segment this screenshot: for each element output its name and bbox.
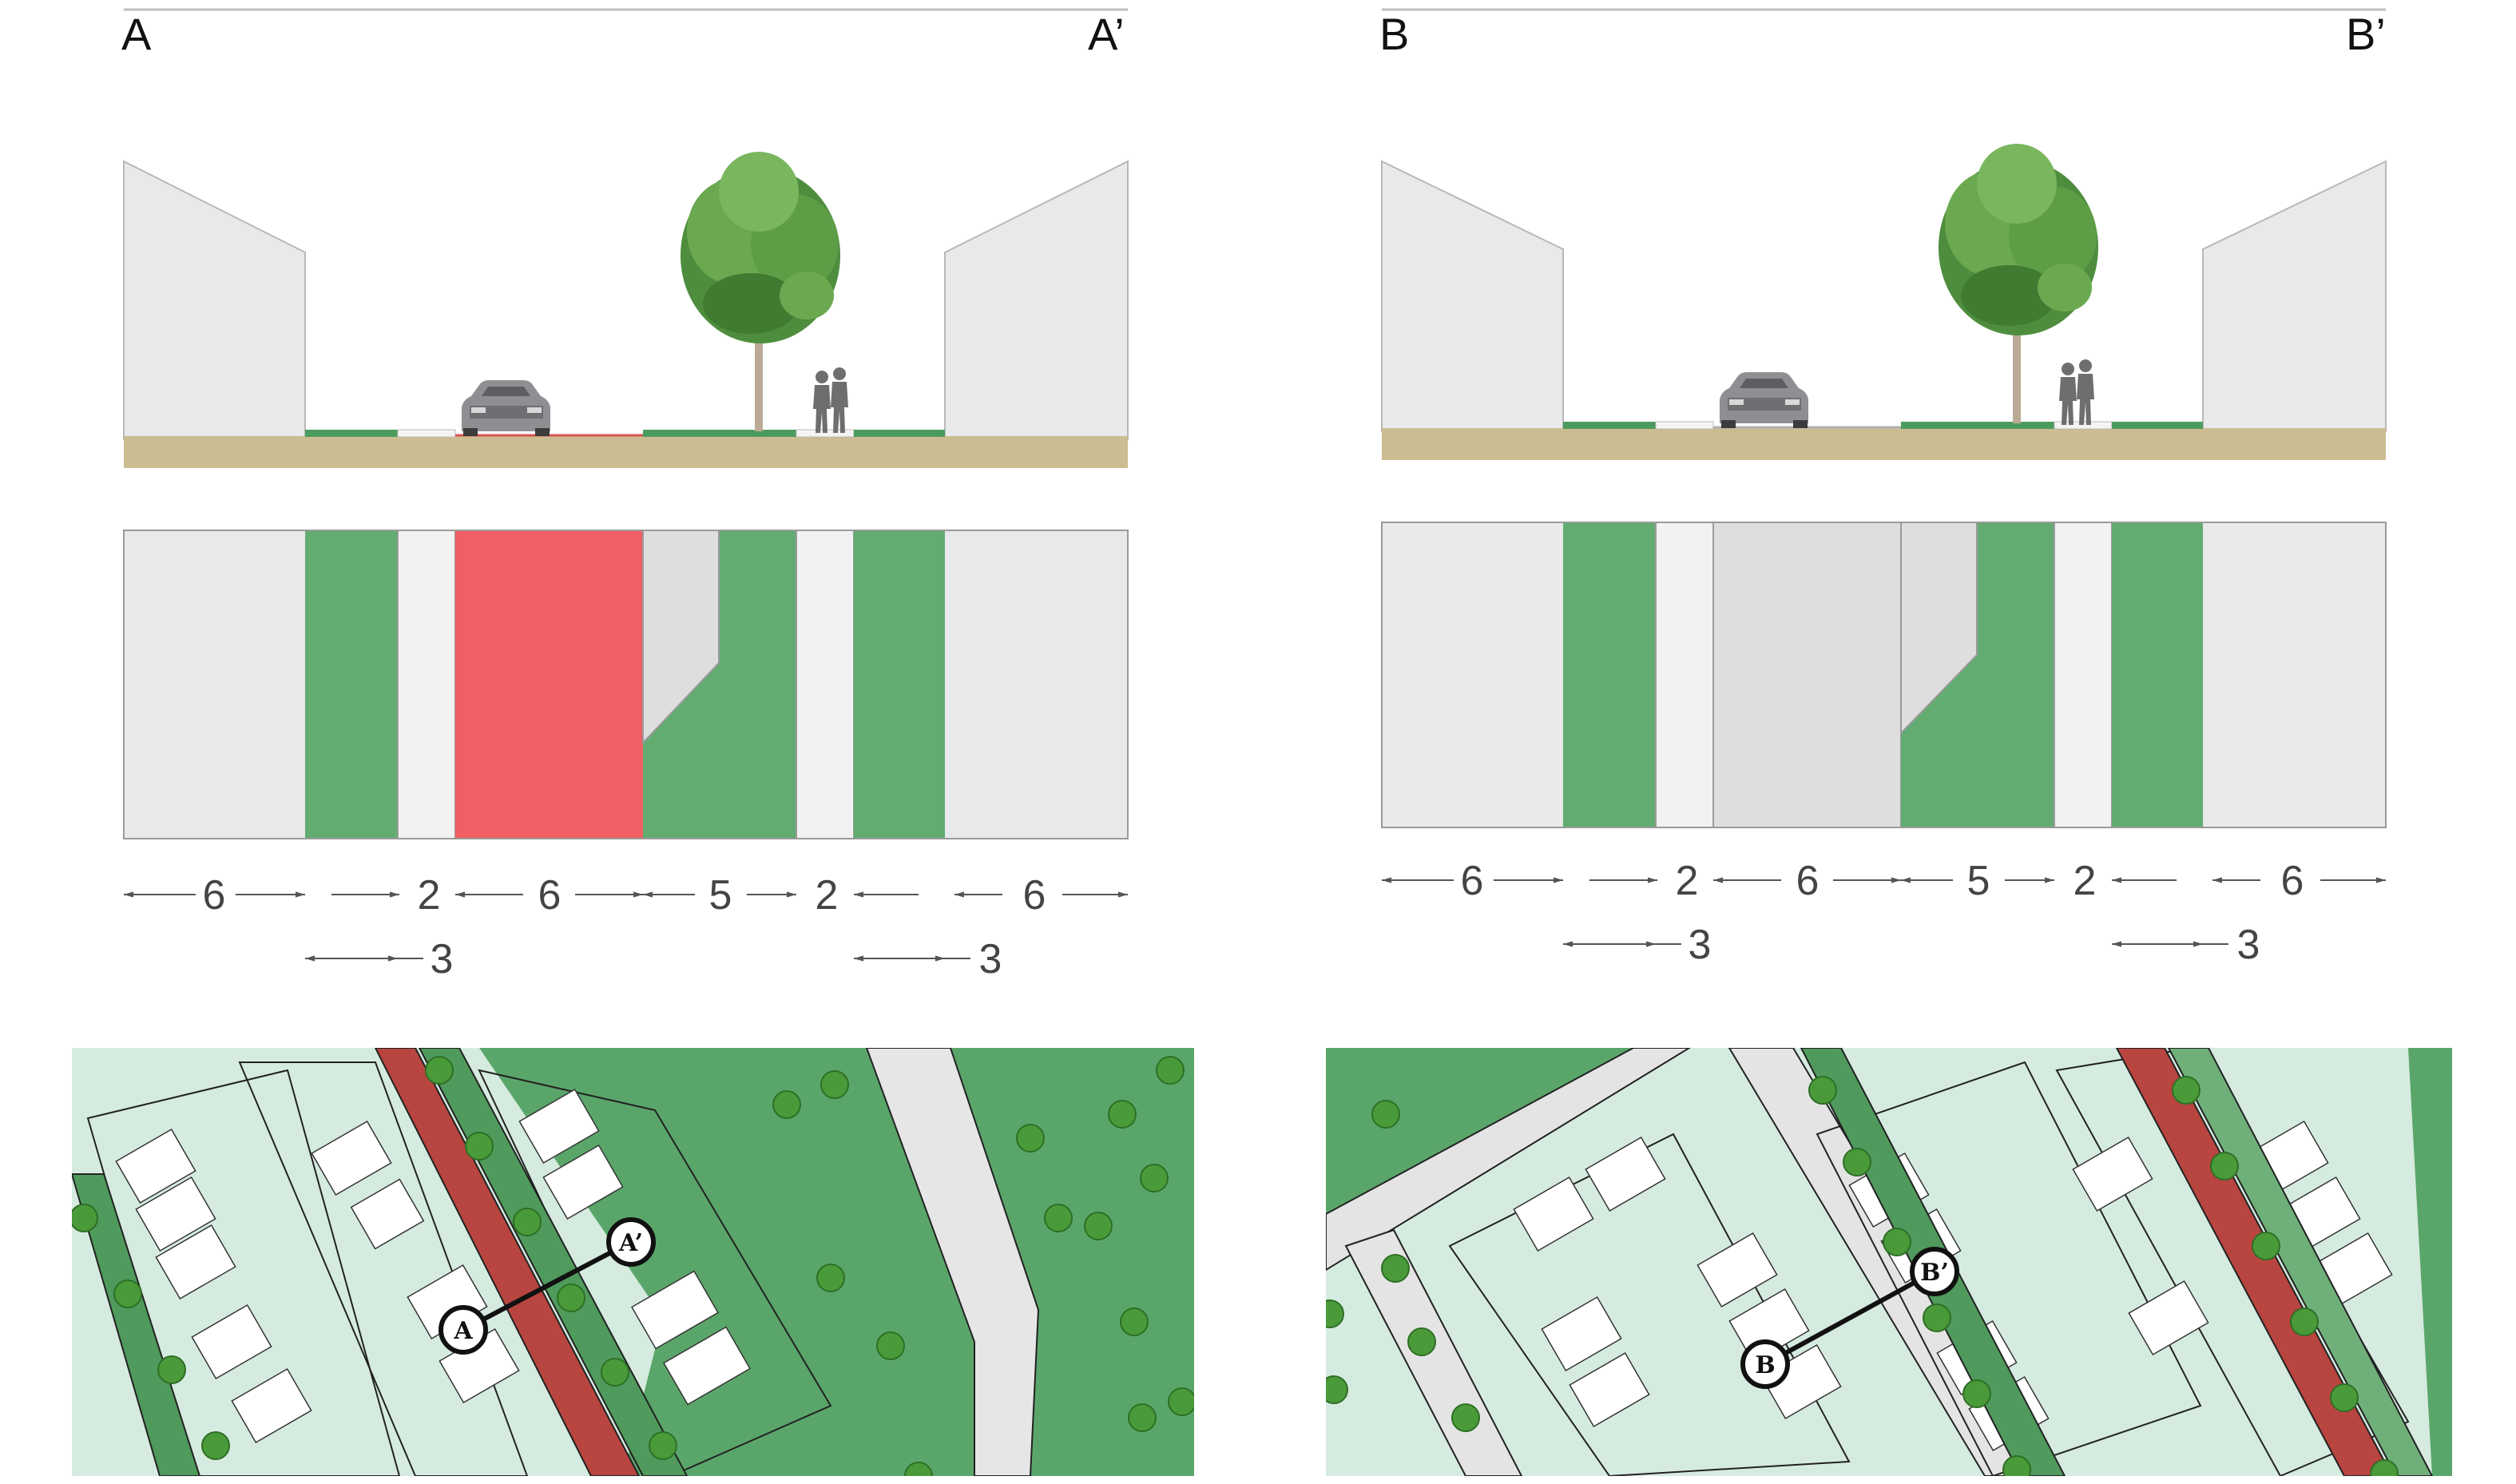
dim-label: 2: [816, 872, 839, 919]
dim-label: 3: [1689, 922, 1712, 968]
street-elevation: [1381, 144, 2387, 460]
section-marker-line: [1764, 1269, 1936, 1367]
dim-label: 6: [2281, 858, 2304, 904]
elev-verge-1: [1563, 422, 1656, 429]
marker-b-start: B: [1740, 1339, 1790, 1389]
dim-label: 3: [979, 936, 1002, 982]
street-plan: [123, 530, 1129, 839]
building-right: [2202, 160, 2387, 432]
svg-text:A: A: [453, 1317, 473, 1345]
dim-label: 3: [2237, 922, 2260, 968]
plan-green-3: [2112, 522, 2203, 827]
marker-b-end: B’: [1910, 1247, 1959, 1296]
elev-footpath-1: [1655, 421, 1714, 430]
section-panel-a: A A’: [72, 8, 1194, 1476]
dim-label: 6: [1023, 872, 1046, 919]
plan-green-3: [854, 530, 945, 839]
car-icon: [462, 380, 550, 436]
dim-label: 2: [2074, 858, 2097, 904]
building-left: [1381, 160, 1564, 432]
elev-verge-2: [643, 430, 796, 437]
ground-strip: [1382, 428, 2386, 460]
elev-verge-2: [1901, 422, 2054, 429]
dimension-lines: [124, 891, 1128, 962]
dim-label: 6: [203, 872, 226, 919]
section-marker-line: [462, 1240, 633, 1332]
dim-label: 6: [538, 872, 562, 919]
building-right: [944, 160, 1129, 440]
street-elevation: [123, 152, 1129, 468]
tree-icon: [681, 152, 840, 431]
dim-label: 6: [1461, 858, 1484, 904]
dimension-labels: 6 2 6 5 2 6 3 3: [203, 872, 1046, 982]
plan-green-1: [1563, 522, 1656, 827]
street-plan: [1381, 522, 2387, 828]
section-label-end: B’: [2346, 9, 2386, 59]
plan-footpath-1: [1655, 522, 1714, 828]
location-map: [72, 1048, 1194, 1476]
dim-label: 5: [1967, 858, 1990, 904]
dim-label: 6: [1796, 858, 1820, 904]
dimension-labels: 6 2 6 5 2 6 3 3: [1461, 858, 2304, 968]
plan-footpath-2: [2054, 522, 2113, 828]
map-tree-icon: [1326, 1076, 2399, 1476]
plan-footpath-2: [796, 530, 855, 839]
car-icon: [1720, 372, 1808, 428]
tree-icon: [1939, 144, 2098, 423]
section-panel-b: B B’: [1258, 0, 2516, 1484]
plan-grey-lane: [1712, 522, 1902, 828]
dim-label: 2: [418, 872, 441, 919]
section-a-drawing: A A’: [72, 8, 1194, 1476]
location-map: [1326, 1048, 2452, 1476]
section-label-start: A: [121, 9, 152, 59]
dim-label: 5: [709, 872, 732, 919]
elev-verge-3: [2112, 422, 2203, 429]
elev-verge-1: [305, 430, 398, 437]
elev-verge-3: [854, 430, 945, 437]
section-label-start: B: [1379, 9, 1409, 59]
svg-text:B’: B’: [1920, 1259, 1949, 1287]
pedestrians-icon: [2059, 359, 2094, 425]
plan-green-1: [305, 530, 398, 839]
ground-strip: [124, 436, 1128, 468]
plan-red-lane: [455, 530, 643, 839]
svg-text:A’: A’: [618, 1229, 643, 1257]
dim-label: 3: [431, 936, 454, 982]
marker-a-end: A’: [606, 1217, 656, 1267]
marker-a-start: A: [439, 1305, 488, 1355]
elev-footpath-1: [397, 429, 456, 438]
plan-footpath-1: [397, 530, 456, 839]
section-label-end: A’: [1088, 9, 1125, 59]
dim-label: 2: [1676, 858, 1699, 904]
svg-text:B: B: [1755, 1351, 1775, 1379]
building-left: [123, 160, 306, 440]
pedestrians-icon: [813, 367, 848, 433]
section-b-drawing: B B’: [1326, 8, 2452, 1476]
dimension-lines: [1382, 877, 2386, 947]
map-tree-icon: [72, 1056, 1194, 1476]
